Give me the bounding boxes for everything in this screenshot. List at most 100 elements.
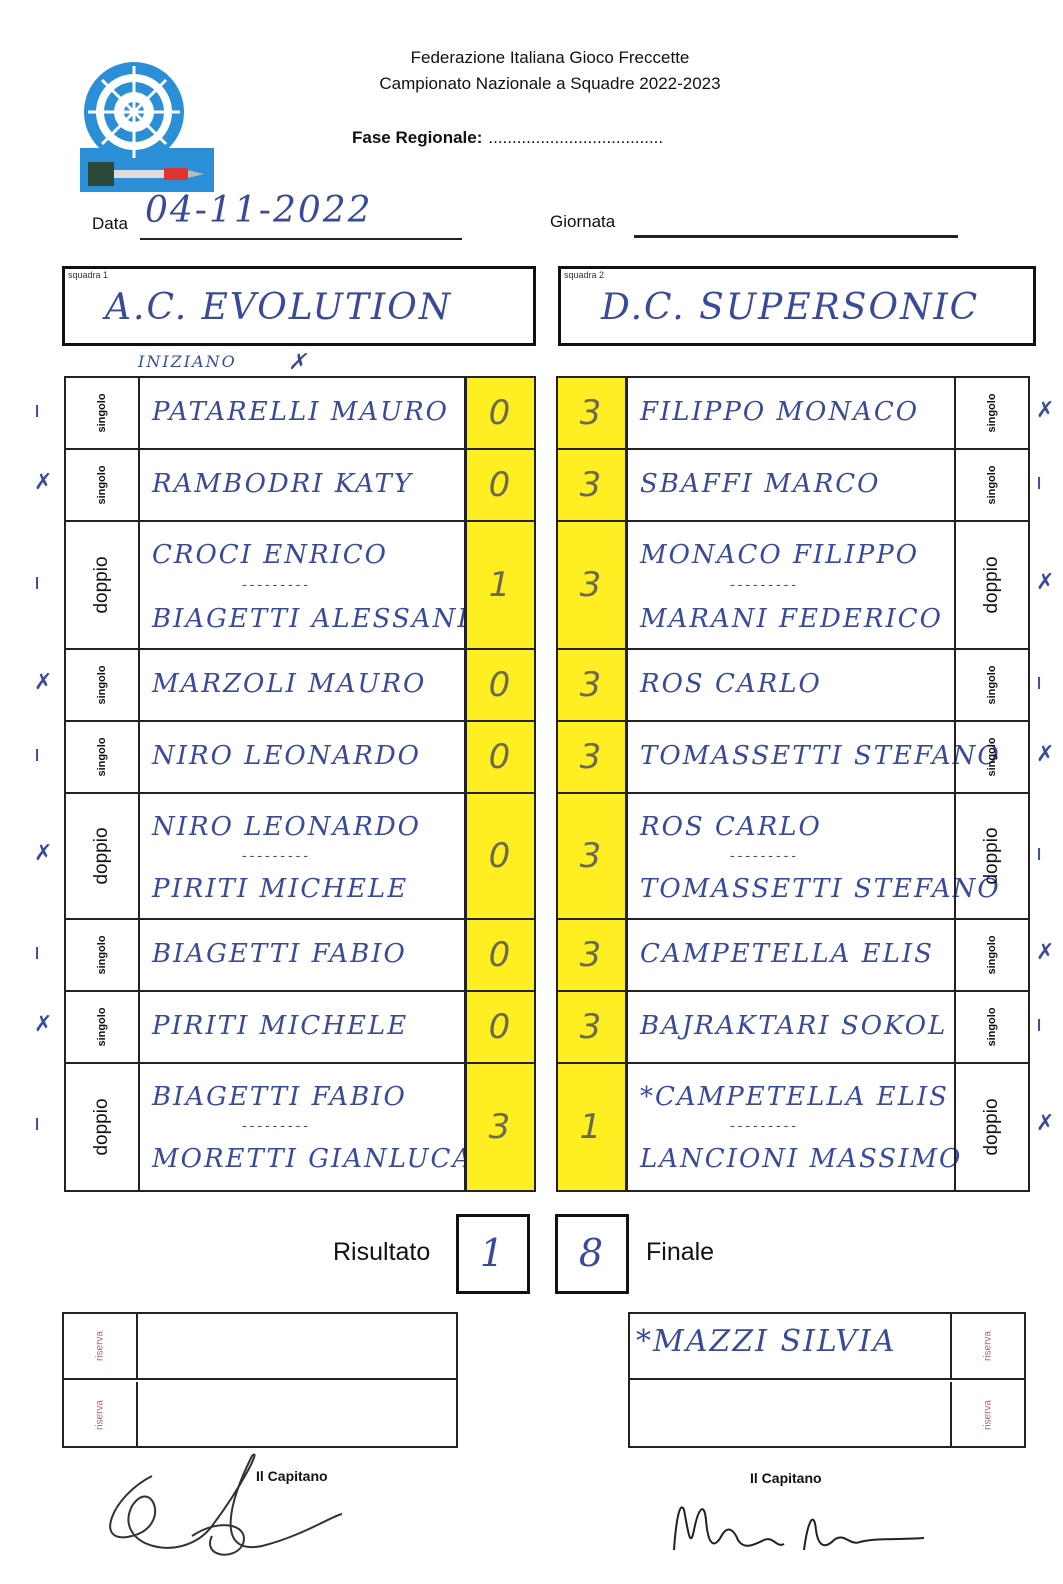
federation-title: Federazione Italiana Gioco Freccette xyxy=(410,48,690,67)
match-score-cell[interactable]: 1 xyxy=(464,522,534,648)
match-mark: ✗ xyxy=(1036,742,1055,767)
riserva-row[interactable]: riserva xyxy=(64,1314,456,1380)
match-type-cell: singolo xyxy=(954,920,1028,990)
player-cell[interactable]: PATARELLI MAURO xyxy=(142,378,462,448)
match-score-cell[interactable]: 0 xyxy=(464,794,534,918)
match-score: 0 xyxy=(488,737,513,777)
match-score-cell[interactable]: 1 xyxy=(558,1064,628,1190)
riserva-row[interactable]: riserva xyxy=(64,1382,456,1448)
match-score-cell[interactable]: 0 xyxy=(464,992,534,1062)
pair-divider: --------- xyxy=(242,1117,311,1133)
match-row[interactable]: singolo PIRITI MICHELE 0 xyxy=(66,992,534,1064)
player-cell[interactable]: BAJRAKTARI SOKOL xyxy=(630,992,952,1062)
team1-box[interactable]: squadra 1 A.C. EVOLUTION xyxy=(62,266,536,346)
match-score: 3 xyxy=(488,1107,513,1147)
player-name: RAMBODRI KATY xyxy=(152,469,414,499)
match-score-cell[interactable]: 0 xyxy=(464,450,534,520)
riserva-name: *MAZZI SILVIA xyxy=(636,1324,897,1359)
match-mark: ✗ xyxy=(34,470,53,495)
match-score: 0 xyxy=(488,836,513,876)
match-type-label: doppio xyxy=(981,556,1002,614)
final-score-team1[interactable]: 1 xyxy=(456,1214,530,1294)
match-score-cell[interactable]: 0 xyxy=(464,378,534,448)
player-cell[interactable]: ROS CARLO xyxy=(630,650,952,720)
match-score-cell[interactable]: 3 xyxy=(464,1064,534,1190)
player-cell[interactable]: TOMASSETTI STEFANO xyxy=(630,722,999,792)
match-row[interactable]: 3 ROS CARLO singolo xyxy=(558,650,1028,722)
date-value[interactable]: 04-11-2022 xyxy=(145,190,373,231)
player-cell[interactable]: NIRO LEONARDO xyxy=(142,722,462,792)
team2-box[interactable]: squadra 2 D.C. SUPERSONIC xyxy=(558,266,1036,346)
captain-label-team1: Il Capitano xyxy=(256,1468,328,1484)
player-cell[interactable]: CAMPETELLA ELIS xyxy=(630,920,952,990)
match-score: 1 xyxy=(579,1107,604,1147)
player-cell[interactable]: FILIPPO MONACO xyxy=(630,378,952,448)
pair-divider: --------- xyxy=(242,847,311,863)
match-type-label: singolo xyxy=(986,1007,998,1047)
player-cell[interactable]: SBAFFI MARCO xyxy=(630,450,952,520)
match-score-cell[interactable]: 3 xyxy=(558,450,628,520)
match-mark: ✗ xyxy=(34,1012,53,1037)
match-type-cell: singolo xyxy=(66,722,140,792)
player-cell[interactable]: PIRITI MICHELE xyxy=(142,992,462,1062)
player-cell[interactable]: RAMBODRI KATY xyxy=(142,450,462,520)
player-cell[interactable]: MARZOLI MAURO xyxy=(142,650,462,720)
team1-label: squadra 1 xyxy=(68,270,109,280)
final-score-team2[interactable]: 8 xyxy=(555,1214,629,1294)
match-type-cell: singolo xyxy=(66,378,140,448)
match-type-cell: doppio xyxy=(66,1064,140,1190)
match-score-cell[interactable]: 3 xyxy=(558,722,628,792)
riserva-row[interactable]: riserva xyxy=(630,1382,1024,1448)
match-score-cell[interactable]: 3 xyxy=(558,378,628,448)
match-type-label: singolo xyxy=(986,465,998,505)
match-type-label: doppio xyxy=(91,556,112,614)
match-score-cell[interactable]: 3 xyxy=(558,794,628,918)
match-type-cell: singolo xyxy=(66,650,140,720)
match-type-label: singolo xyxy=(986,935,998,975)
match-mark: ✗ xyxy=(34,841,53,866)
match-score-cell[interactable]: 3 xyxy=(558,920,628,990)
riserva-row[interactable]: *MAZZI SILVIA riserva xyxy=(630,1314,1024,1380)
match-score-cell[interactable]: 0 xyxy=(464,650,534,720)
player-name: BIAGETTI FABIO xyxy=(152,1082,407,1112)
match-score: 3 xyxy=(579,665,604,705)
match-type-cell: singolo xyxy=(954,450,1028,520)
match-score-cell[interactable]: 3 xyxy=(558,522,628,648)
player-cell[interactable]: BIAGETTI FABIO xyxy=(142,920,462,990)
riserva-label: riserva xyxy=(94,1330,106,1362)
player-name: ROS CARLO xyxy=(640,812,822,842)
match-score-cell[interactable]: 0 xyxy=(464,920,534,990)
match-mark: ı xyxy=(34,1111,41,1136)
match-mark: ı xyxy=(34,570,41,595)
giornata-field[interactable] xyxy=(634,235,958,238)
iniziano-mark: ✗ xyxy=(288,350,309,375)
match-type-label: singolo xyxy=(986,665,998,705)
match-type-label: singolo xyxy=(96,1007,108,1047)
match-score-cell[interactable]: 0 xyxy=(464,722,534,792)
match-score-cell[interactable]: 3 xyxy=(558,650,628,720)
player-name: PIRITI MICHELE xyxy=(152,1011,409,1041)
match-score-cell[interactable]: 3 xyxy=(558,992,628,1062)
